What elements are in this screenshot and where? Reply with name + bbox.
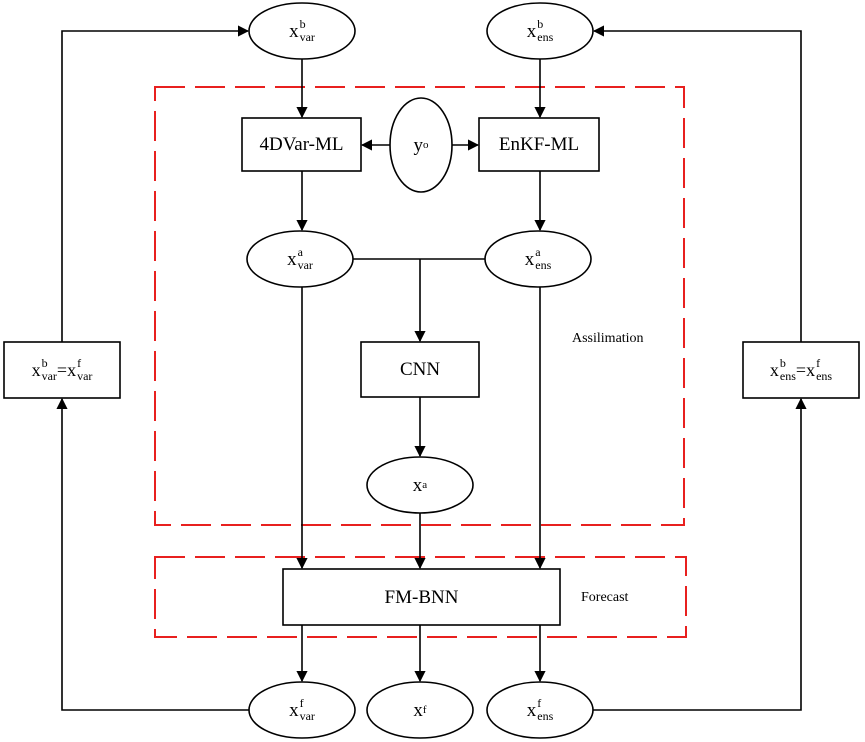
assimilation-region-label: Assilimation [572,331,644,346]
arrow-xfvar-to-left-update [56,397,249,711]
arrow-right-update-to-xbens [592,25,802,342]
fourdvar-ml-label: 4DVar-ML [259,134,344,155]
left-update-box [3,341,121,399]
arrow-left-update-to-xbvar [61,25,250,342]
cnn-label: CNN [399,359,441,380]
fm-bnn-label: FM-BNN [384,586,459,608]
cnn-box [360,341,480,398]
forecast-region-label: Forecast [581,590,629,605]
arrow-xfens-to-right-update [593,397,807,711]
assimilation-region [154,86,685,526]
right-update-box [742,341,860,399]
enkf-ml-label: EnKF-ML [498,134,580,155]
